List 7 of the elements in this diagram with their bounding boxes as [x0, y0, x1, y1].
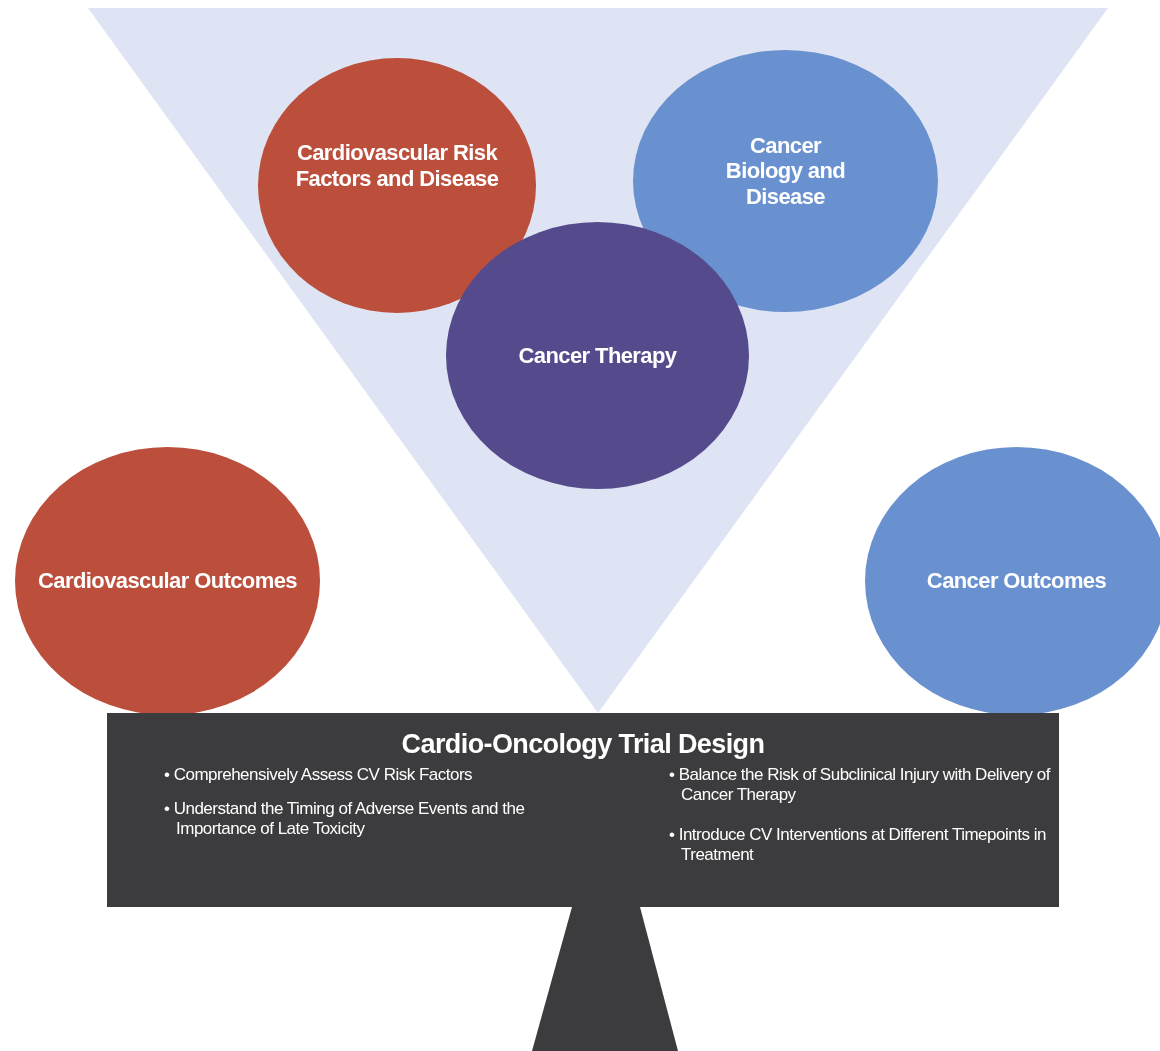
topic-circle: Cardiovascular Outcomes: [15, 447, 320, 715]
bullet-item: • Balance the Risk of Subclinical Injury with Delivery of Cancer Therapy: [668, 765, 1052, 806]
bullet-item: • Understand the Timing of Adverse Events and the Importance of Late Toxicity: [163, 799, 526, 840]
topic-circle: Cancer Outcomes: [865, 447, 1160, 715]
bullet-item: • Comprehensively Assess CV Risk Factors: [163, 765, 474, 786]
board-heading: Cardio-Oncology Trial Design: [400, 729, 766, 760]
bullet-item: • Introduce CV Interventions at Different Timepoints in Treatment: [668, 825, 1047, 866]
